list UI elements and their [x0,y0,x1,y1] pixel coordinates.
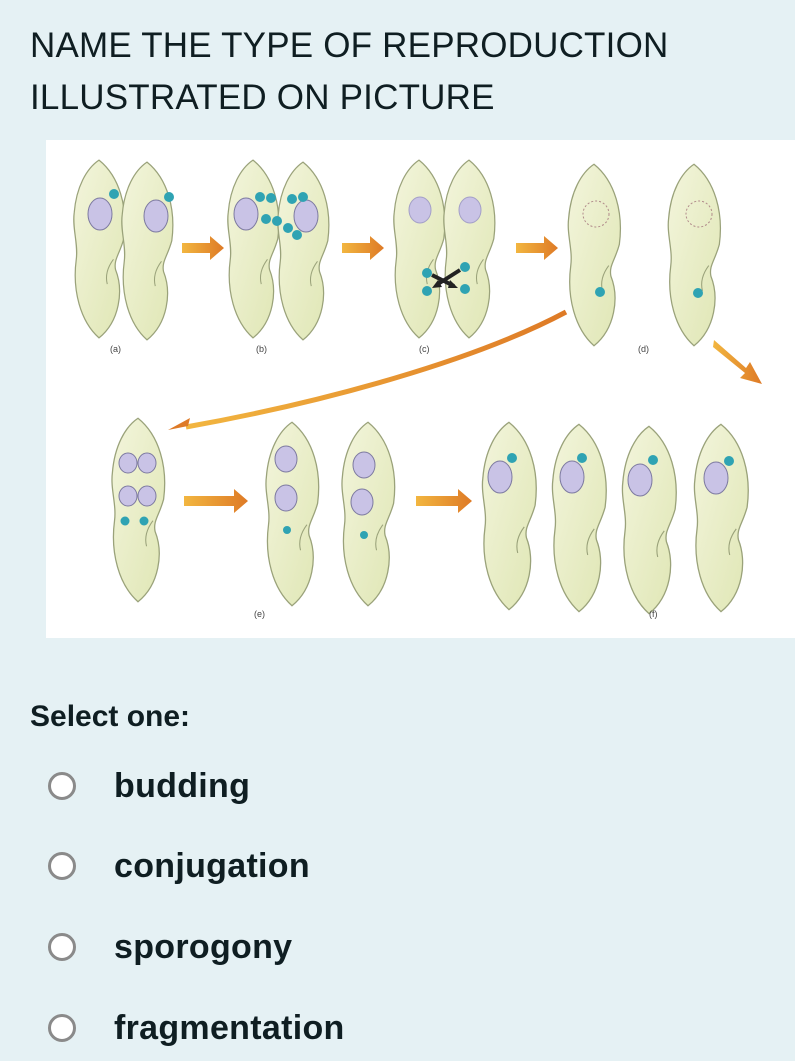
question-text: NAME THE TYPE OF REPRODUCTION ILLUSTRATE… [30,26,669,117]
option-fragmentation[interactable]: fragmentation [48,998,344,1058]
stage-b [227,159,330,341]
label-d: (d) [638,344,649,354]
stage-c [393,159,496,339]
radio-button[interactable] [48,1014,76,1042]
radio-button[interactable] [48,772,76,800]
radio-button[interactable] [48,933,76,961]
radio-button[interactable] [48,852,76,880]
option-label[interactable]: budding [114,766,251,805]
option-conjugation[interactable]: conjugation [48,836,310,896]
option-sporogony[interactable]: sporogony [48,917,292,977]
select-one-label: Select one: [30,700,191,733]
paramecium-conjugation-figure: (a) (b) (c) (d) [46,140,795,638]
label-f: (f) [649,609,658,619]
option-label[interactable]: fragmentation [114,1008,345,1047]
stage-a [73,159,174,341]
label-e: (e) [254,609,265,619]
label-b: (b) [256,344,267,354]
option-label[interactable]: conjugation [114,846,310,885]
stage-e [111,417,396,607]
stage-d [567,163,722,347]
option-label[interactable]: sporogony [114,927,293,966]
stage-f [481,421,749,615]
option-budding[interactable]: budding [48,756,250,816]
label-a: (a) [110,344,121,354]
label-c: (c) [419,344,430,354]
